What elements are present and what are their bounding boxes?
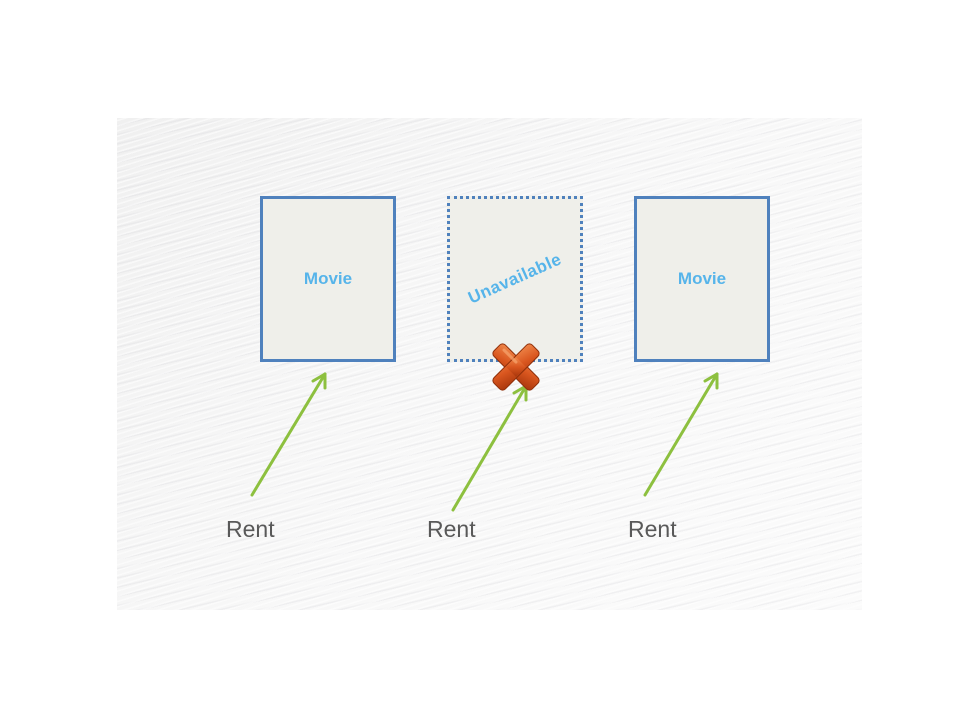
movie-box-1: Movie bbox=[260, 196, 396, 362]
movie-box-1-label: Movie bbox=[303, 269, 353, 288]
rent-label-1: Rent bbox=[226, 516, 275, 542]
arrow-up-right-icon bbox=[250, 372, 327, 497]
movie-box-3-label: Movie bbox=[677, 269, 727, 288]
arrow-up-right-icon bbox=[451, 384, 528, 512]
red-x-icon bbox=[492, 343, 540, 391]
arrow-up-right-icon bbox=[643, 372, 719, 497]
rent-label-3: Rent bbox=[628, 516, 677, 542]
rent-label-2: Rent bbox=[427, 516, 476, 542]
unavailable-box: Unavailable bbox=[447, 196, 583, 362]
movie-box-3: Movie bbox=[634, 196, 770, 362]
